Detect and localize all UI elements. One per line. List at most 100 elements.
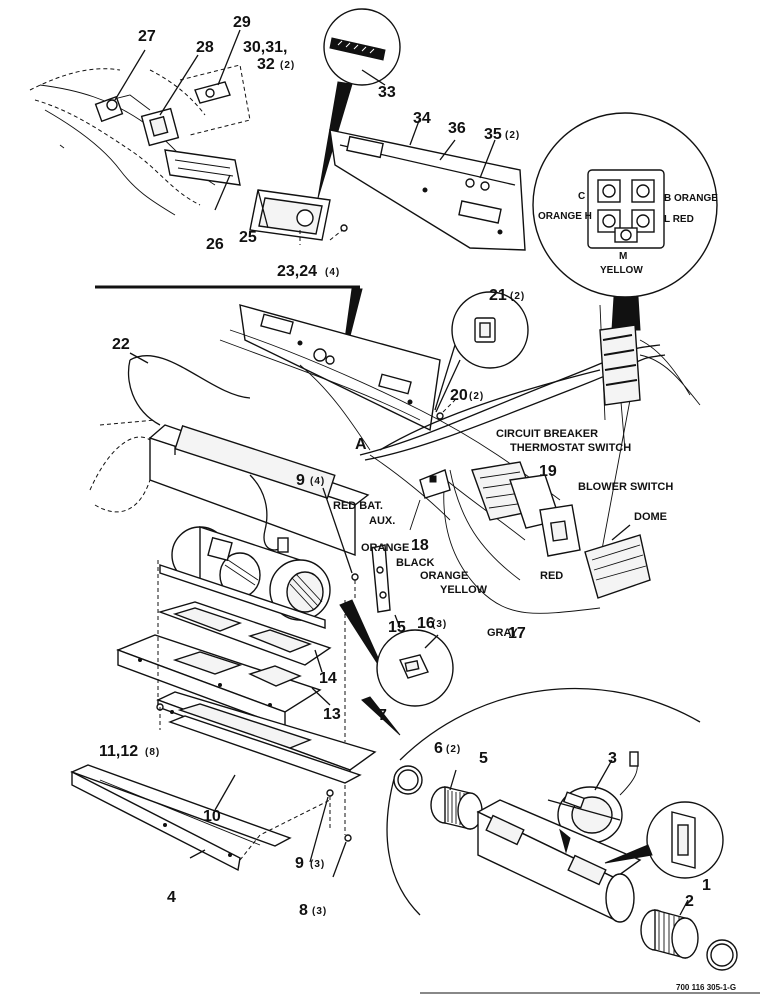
cover-4 bbox=[70, 764, 292, 872]
housing-right bbox=[476, 799, 642, 923]
heater-housing-upper bbox=[89, 419, 370, 557]
callout-10: 10 bbox=[203, 808, 221, 825]
motor-3 bbox=[547, 751, 639, 844]
label-orange-mid: ORANGE bbox=[420, 570, 468, 582]
terminal-orange-h: ORANGE H bbox=[538, 211, 592, 222]
callout-32: 32 bbox=[257, 56, 275, 73]
callout-23-24-qty: (4) bbox=[325, 267, 340, 278]
callout-34: 34 bbox=[413, 110, 431, 127]
callout-1-magnifier bbox=[604, 801, 724, 879]
label-blower-switch: BLOWER SWITCH bbox=[578, 481, 673, 493]
strip-10 bbox=[168, 715, 362, 784]
top-wiring-harness bbox=[29, 68, 216, 216]
callout-22: 22 bbox=[112, 336, 130, 353]
callout-1: 1 bbox=[702, 877, 711, 894]
callout-3: 3 bbox=[608, 750, 617, 767]
callout-7: 7 bbox=[378, 707, 387, 724]
callout-33-magnifier bbox=[317, 8, 401, 199]
callout-6-qty: (2) bbox=[446, 744, 461, 755]
callout-9-upper: 9 bbox=[296, 472, 305, 489]
screw-20 bbox=[436, 399, 456, 420]
callout-30-31: 30,31, bbox=[243, 39, 287, 56]
terminal-c: C bbox=[578, 191, 585, 202]
label-black: BLACK bbox=[396, 557, 435, 569]
label-aux: AUX. bbox=[369, 515, 395, 527]
callout-27: 27 bbox=[138, 28, 156, 45]
label-orange-left: ORANGE bbox=[361, 542, 409, 554]
callout-16-qty: (3) bbox=[432, 619, 447, 630]
callout-11-12: 11,12 bbox=[99, 743, 138, 760]
connector-18 bbox=[409, 469, 451, 531]
callout-35-qty: (2) bbox=[505, 130, 520, 141]
label-thermostat-switch: THERMOSTAT SWITCH bbox=[510, 442, 631, 454]
tray-lower bbox=[116, 634, 322, 729]
terminal-yellow: YELLOW bbox=[600, 265, 643, 276]
callout-6: 6 bbox=[434, 740, 443, 757]
callout-21: 21 bbox=[489, 287, 507, 304]
callout-16: 16 bbox=[417, 615, 435, 632]
label-yellow-mid: YELLOW bbox=[440, 584, 488, 596]
ring-2 bbox=[706, 939, 738, 971]
blower-wheel-2 bbox=[640, 899, 699, 959]
circuit-breaker-19 bbox=[471, 461, 561, 529]
cable-22 bbox=[127, 352, 251, 426]
callout-9-upper-qty: (4) bbox=[310, 476, 325, 487]
gauge-panel-25 bbox=[249, 189, 331, 241]
screws-23-24 bbox=[299, 224, 348, 245]
callout-20: 20 bbox=[450, 387, 468, 404]
blower-detail-callout bbox=[386, 687, 701, 916]
switch-27 bbox=[94, 49, 146, 123]
callout-16-magnifier bbox=[339, 599, 454, 707]
plate-13 bbox=[157, 601, 332, 666]
blower-switch bbox=[539, 504, 581, 557]
label-red-mid: RED bbox=[540, 570, 563, 582]
screw-9-upper bbox=[322, 487, 359, 600]
terminal-m: M bbox=[619, 251, 627, 262]
callout-2: 2 bbox=[685, 893, 694, 910]
callout-17: 17 bbox=[508, 625, 526, 642]
callout-13: 13 bbox=[323, 706, 341, 723]
callout-9-lower-qty: (3) bbox=[310, 859, 325, 870]
callout-25: 25 bbox=[239, 229, 257, 246]
callout-8: 8 bbox=[299, 902, 308, 919]
callout-18: 18 bbox=[411, 537, 429, 554]
callout-5: 5 bbox=[479, 750, 488, 767]
label-gray: GRAY bbox=[487, 627, 518, 639]
label-red-bat: RED BAT. bbox=[333, 500, 383, 512]
harness-plug-right bbox=[599, 324, 701, 406]
callout-33: 33 bbox=[378, 84, 396, 101]
callout-29: 29 bbox=[233, 14, 251, 31]
harness-connector-26 bbox=[164, 149, 241, 211]
switch-28 bbox=[140, 54, 199, 147]
blower-wiring-loop bbox=[249, 474, 289, 553]
callout-21-magnifier bbox=[434, 291, 529, 413]
screws-8-9-lower bbox=[239, 785, 352, 878]
marker-a: A bbox=[355, 436, 367, 453]
callout-9-lower: 9 bbox=[295, 855, 304, 872]
bracket-15 bbox=[371, 544, 401, 629]
callout-21-qty: (2) bbox=[510, 291, 525, 302]
wire-labels: CIRCUIT BREAKER THERMOSTAT SWITCH BLOWER… bbox=[333, 428, 673, 639]
dash-panel-34 bbox=[329, 117, 526, 251]
callout-19: 19 bbox=[539, 463, 557, 480]
callout-36: 36 bbox=[448, 120, 466, 137]
callout-35: 35 bbox=[484, 126, 502, 143]
drawing-number: 700 116 305-1-G bbox=[676, 983, 736, 992]
leader-lines bbox=[189, 649, 401, 859]
blower-wheel-5 bbox=[430, 769, 483, 830]
label-dome: DOME bbox=[634, 511, 667, 523]
dome-light bbox=[584, 524, 651, 599]
callout-labels: 27 28 29 30,31, 32 (2) 33 34 36 35 (2) 2… bbox=[99, 14, 711, 919]
callout-15: 15 bbox=[388, 619, 406, 636]
terminal-labels: C B ORANGE ORANGE H L RED M YELLOW bbox=[538, 191, 718, 276]
ring-6 bbox=[393, 765, 423, 795]
callout-28: 28 bbox=[196, 39, 214, 56]
callout-20-qty: (2) bbox=[469, 391, 484, 402]
callout-4: 4 bbox=[167, 889, 176, 906]
blower-assembly-14 bbox=[159, 526, 331, 629]
callout-14: 14 bbox=[319, 670, 337, 687]
connector-terminal-detail bbox=[532, 112, 718, 331]
callout-32-qty: (2) bbox=[280, 60, 295, 71]
callout-8-qty: (3) bbox=[312, 906, 327, 917]
